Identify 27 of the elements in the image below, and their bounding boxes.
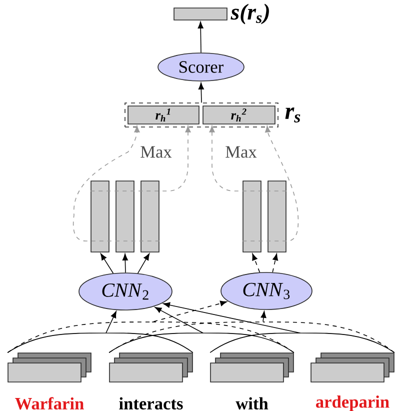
dashed-arrow [252, 254, 260, 273]
arrow [198, 22, 204, 53]
word-label: with [236, 397, 268, 410]
word-label: interacts [119, 397, 183, 410]
arrow [122, 254, 128, 273]
merge-arrow [163, 302, 395, 353]
arrow [198, 82, 204, 103]
word-label: Warfarin [15, 397, 84, 410]
text-label: Max [140, 146, 172, 158]
vector-box: r$_{h}$1 [128, 106, 200, 124]
feature-map-bar [242, 180, 262, 252]
feature-map-bar [90, 180, 110, 252]
dashed-arrow [242, 126, 299, 242]
merge-arrow [108, 311, 395, 353]
vector-box: r$_{h}$2 [202, 106, 276, 124]
arrow [137, 253, 150, 274]
feature-map-bar [116, 180, 134, 252]
dashed-arrow [272, 254, 278, 273]
feature-map-bar [140, 180, 160, 252]
feature-map-bar [268, 180, 286, 252]
arrow [100, 253, 114, 274]
dashed-arrow [209, 126, 287, 192]
text-label: Max [226, 146, 257, 158]
math-label: r$_{s}$ [285, 108, 300, 122]
dashed-arrow [90, 126, 191, 192]
math-label: s(r$_{s}$) [230, 4, 269, 24]
word-label: ardeparin [316, 396, 390, 411]
